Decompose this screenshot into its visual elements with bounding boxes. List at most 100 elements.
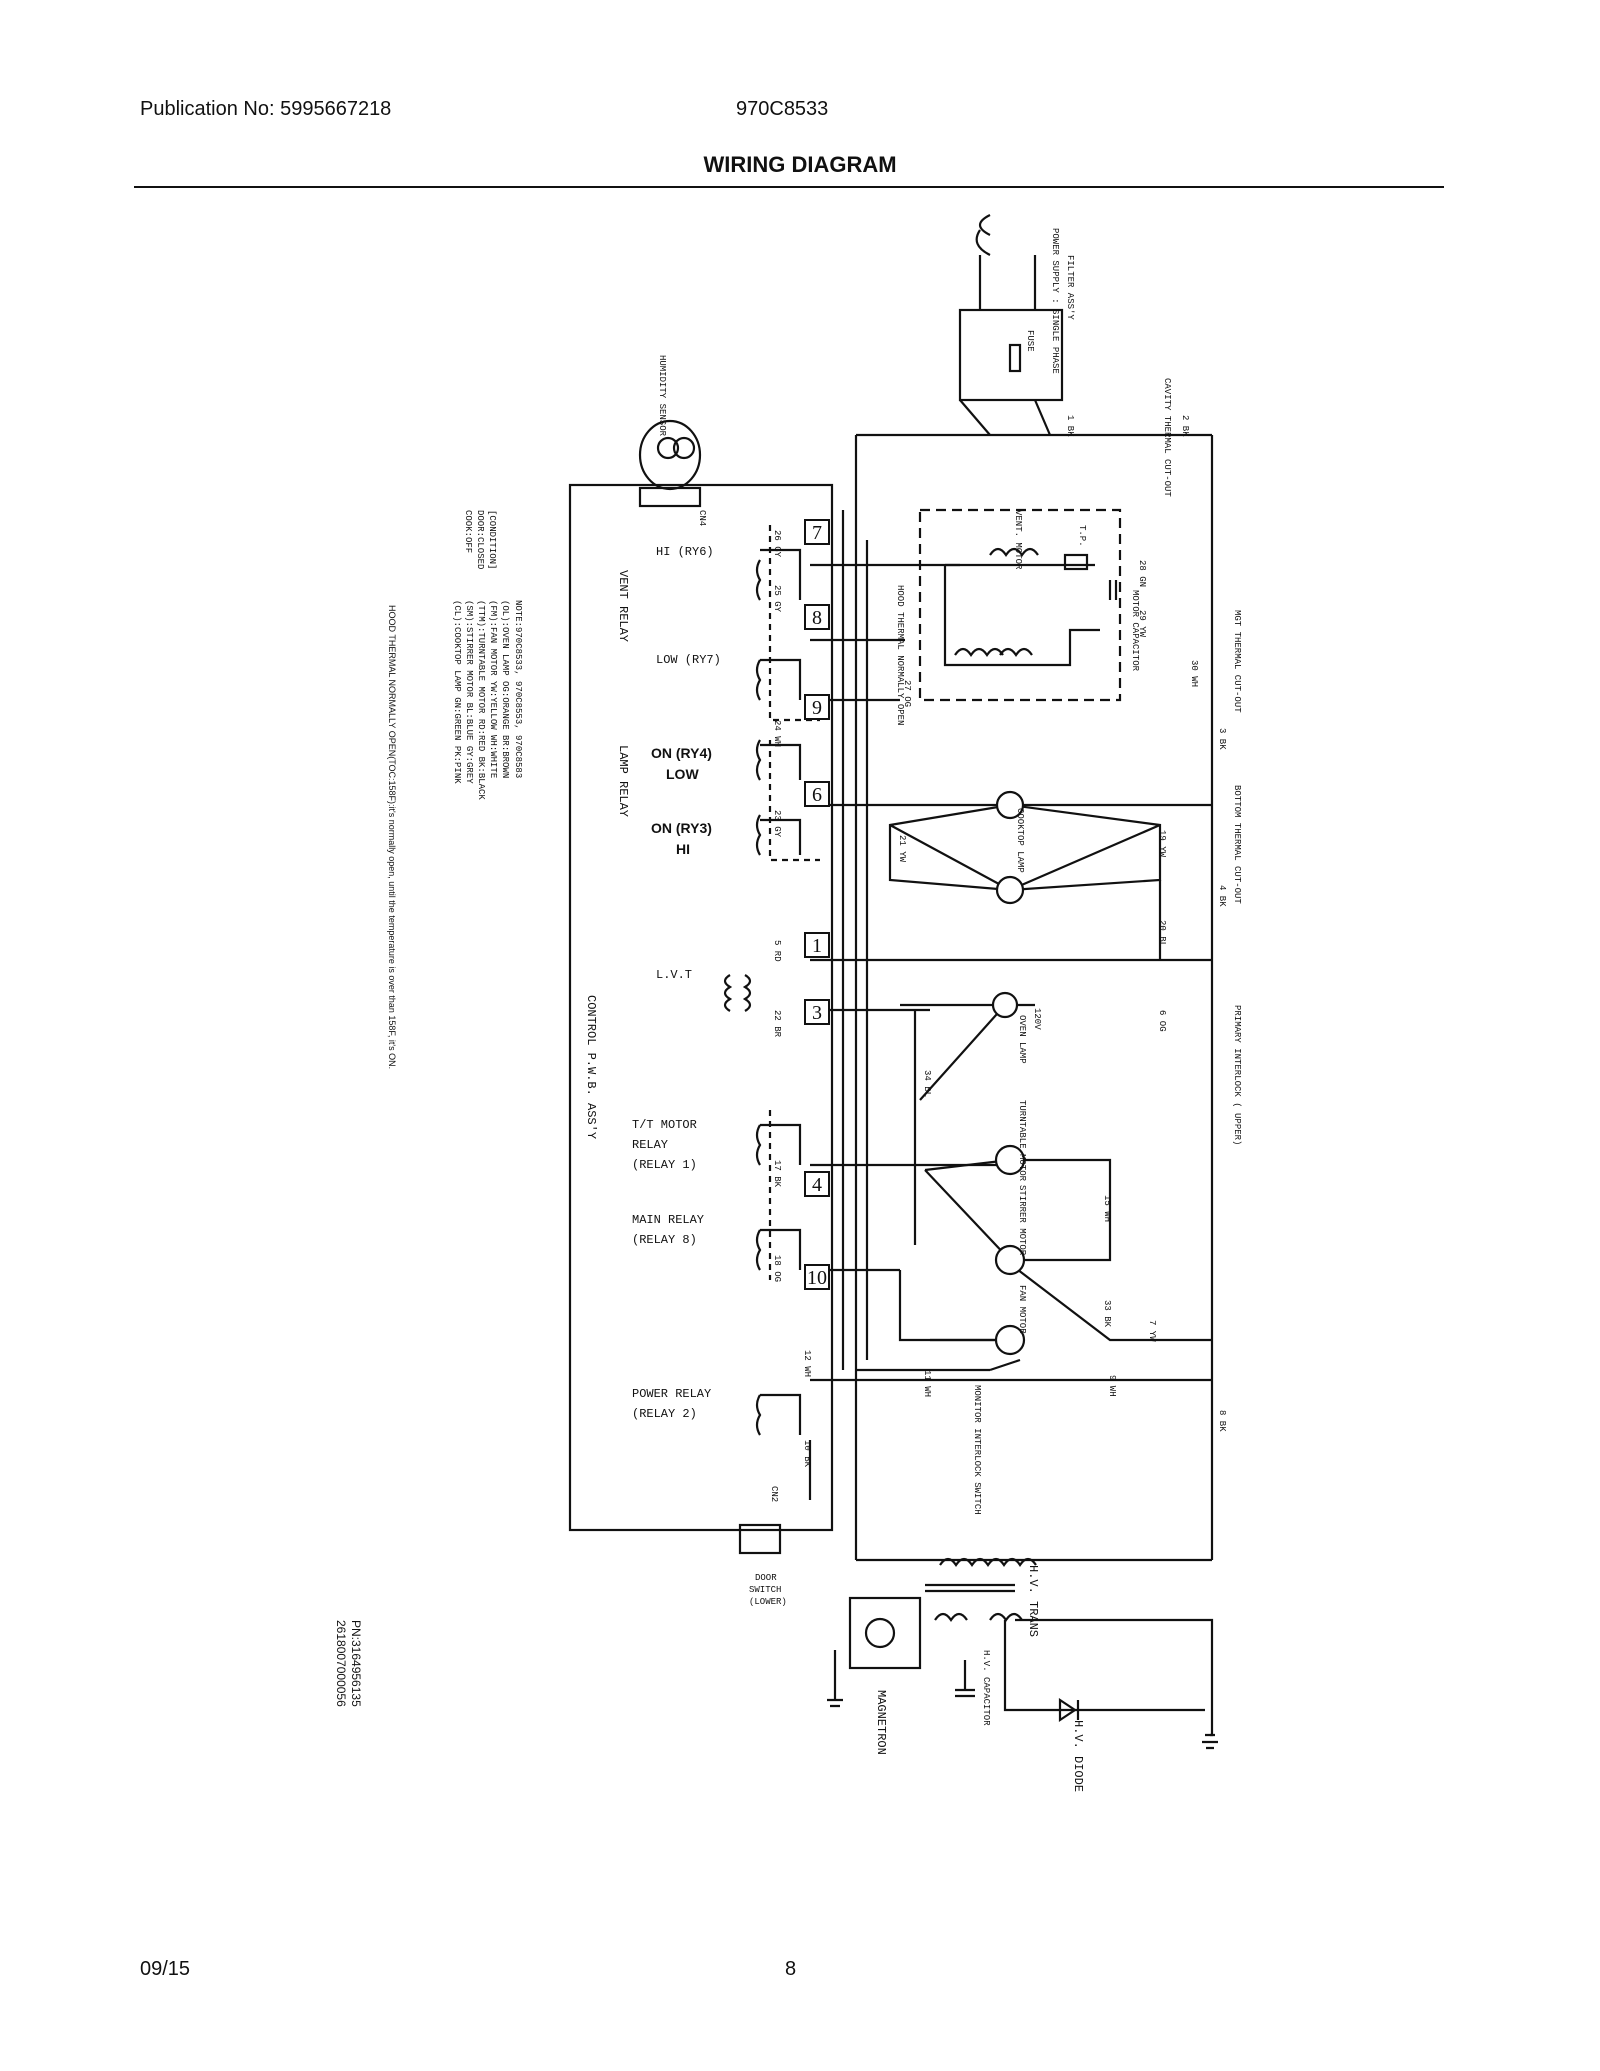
wire-27og: 27 OG <box>902 680 912 707</box>
relay-low-label: LOW <box>666 766 699 782</box>
relay-low-ry7-label: LOW (RY7) <box>656 653 721 667</box>
terminal-6: 6 <box>812 784 822 806</box>
notes-block: [CONDITION] DOOR:CLOSED COOK:OFF NOTE:97… <box>334 510 523 1707</box>
part-number: PN:3164956135 <box>349 1620 363 1707</box>
condition-label: [CONDITION] <box>487 510 497 569</box>
stirrer-motor-label: STIRRER MOTOR <box>1017 1185 1027 1256</box>
filter-label: FILTER ASS'Y <box>1065 255 1075 320</box>
fan-motor-label: FAN MOTOR <box>1017 1285 1027 1334</box>
component-labels: VENT RELAY LAMP RELAY CONTROL P.W.B. ASS… <box>584 228 1242 1792</box>
wire-33bk: 33 BK <box>1102 1300 1112 1328</box>
lamp-relay-label: LAMP RELAY <box>616 745 630 817</box>
door-closed-label: DOOR:CLOSED <box>475 510 485 569</box>
hv-capacitor-label: H.V. CAPACITOR <box>981 1650 991 1726</box>
main-relay-line1: MAIN RELAY <box>632 1213 704 1227</box>
wire-15wh: 15 WH <box>1102 1195 1112 1222</box>
wire-24wh: 24 WH <box>772 720 782 747</box>
note-models: NOTE:970C8533, 970C8553, 970C8583 <box>513 600 523 778</box>
vent-motor-label: VENT. MOTOR <box>1013 510 1023 570</box>
cavity-thermal-label: CAVITY THERMAL CUT-OUT <box>1162 378 1172 497</box>
wire-1bk: 1 BK <box>1065 415 1075 437</box>
humidity-sensor-label: HUMIDITY SENSOR <box>657 355 667 437</box>
wire-4bk: 4 BK <box>1217 885 1227 907</box>
wire-22br: 22 BR <box>772 1010 782 1038</box>
magnetron-label: MAGNETRON <box>874 1690 888 1755</box>
legend-line-3: (TTM):TURNTABLE MOTOR RD:RED BK:BLACK <box>476 600 486 800</box>
wire-8bk: 8 BK <box>1217 1410 1227 1432</box>
relay-contacts <box>755 548 802 1436</box>
wires <box>568 214 1218 1750</box>
hood-thermal-label: HOOD THERMAL NORMALLY OPEN <box>895 585 905 725</box>
terminal-9: 9 <box>812 697 822 719</box>
cook-off-label: COOK:OFF <box>463 510 473 553</box>
terminal-8: 8 <box>812 607 822 629</box>
main-relay-line2: (RELAY 8) <box>632 1233 697 1247</box>
legend-line-5: (CL):COOKTOP LAMP GN:GREEN PK:PINK <box>452 600 462 784</box>
terminal-7: 7 <box>812 522 822 544</box>
motor-capacitor-label: MOTOR CAPACITOR <box>1130 590 1140 672</box>
cooktop-lamp-label: COOKTOP LAMP <box>1015 808 1025 873</box>
wire-6og: 6 OG <box>1157 1010 1167 1032</box>
wire-11wh: 11 WH <box>922 1370 932 1397</box>
wire-23gy: 23 GY <box>772 810 782 838</box>
filter-box <box>958 308 1064 402</box>
wire-18og: 18 OG <box>772 1255 782 1282</box>
tt-motor-relay-line1: T/T MOTOR <box>632 1118 697 1132</box>
publication-number: Publication No: 5995667218 <box>140 98 392 120</box>
fuse-label: FUSE <box>1025 330 1035 352</box>
control-pwb-label: CONTROL P.W.B. ASS'Y <box>584 995 598 1139</box>
wire-19yw: 19 YW <box>1157 830 1167 858</box>
wire-17bk: 17 BK <box>772 1160 782 1188</box>
tt-motor-relay-line3: (RELAY 1) <box>632 1158 697 1172</box>
wire-29yw: 29 YW <box>1137 610 1147 638</box>
turntable-motor-label: TURNTABLE MOTOR <box>1017 1100 1027 1182</box>
wire-21yw: 21 YW <box>897 835 907 863</box>
voltage-label: 120V <box>1032 1008 1042 1030</box>
monitor-switch-label: MONITOR INTERLOCK SWITCH <box>972 1385 982 1515</box>
wire-3bk: 3 BK <box>1217 728 1227 750</box>
svg-text:SWITCH: SWITCH <box>749 1585 781 1595</box>
svg-text:(LOWER): (LOWER) <box>749 1597 787 1607</box>
terminal-numbers: 7 8 9 6 1 3 4 10 <box>807 522 827 1289</box>
wire-25gy: 25 GY <box>772 585 782 613</box>
legend-line-1: (OL):OVEN LAMP OG:ORANGE BR:BROWN <box>500 600 510 778</box>
primary-interlock-label: PRIMARY INTERLOCK ( UPPER) <box>1232 1005 1242 1145</box>
svg-text:DOOR: DOOR <box>755 1573 777 1583</box>
terminal-10: 10 <box>807 1267 827 1289</box>
power-supply-label: POWER SUPPLY : SINGLE PHASE <box>1050 228 1060 374</box>
bottom-thermal-label: BOTTOM THERMAL CUT-OUT <box>1232 785 1242 904</box>
wire-30wh: 30 WH <box>1189 660 1199 687</box>
wire-26gy: 26 GY <box>772 530 782 558</box>
power-relay-line2: (RELAY 2) <box>632 1407 697 1421</box>
cn4-label: CN4 <box>697 510 707 526</box>
publication-date: 09/15 <box>140 1958 191 1980</box>
tt-motor-relay-line2: RELAY <box>632 1138 668 1152</box>
relay-hi-ry6-label: HI (RY6) <box>656 545 714 559</box>
relay-labels: HI (RY6) LOW (RY7) ON (RY4) LOW ON (RY3)… <box>632 545 721 1421</box>
wire-codes: 1 BK 2 BK 3 BK 4 BK 5 RD 6 OG 7 YW 8 BK … <box>772 415 1227 1468</box>
vent-relay-label: VENT RELAY <box>616 570 630 642</box>
wire-28gn: 28 GN <box>1137 560 1147 587</box>
power-relay-line1: POWER RELAY <box>632 1387 711 1401</box>
wire-12wh: 12 WH <box>802 1350 812 1377</box>
lvt-label: L.V.T <box>656 968 692 982</box>
relay-hi-label: HI <box>676 841 690 857</box>
mgt-thermal-label: MGT THERMAL CUT-OUT <box>1232 610 1242 713</box>
wire-20bl: 20 BL <box>1157 920 1167 947</box>
wire-9wh: 9 WH <box>1107 1375 1117 1397</box>
wire-34bl: 34 BL <box>922 1070 932 1097</box>
hood-thermal-note: HOOD THERMAL NORMALLY OPEN(TOC:158F):it'… <box>387 605 397 1069</box>
page-title: WIRING DIAGRAM <box>703 152 897 177</box>
legend-line-2: (FM):FAN MOTOR YW:YELLOW WH:WHITE <box>488 600 498 778</box>
cn2-label: CN2 <box>769 1486 779 1502</box>
door-switch-label: DOOR SWITCH (LOWER) <box>749 1573 787 1607</box>
relay-on-ry3-label: ON (RY3) <box>651 820 712 836</box>
wire-2bk: 2 BK <box>1180 415 1190 437</box>
terminal-3: 3 <box>812 1002 822 1024</box>
wire-7yw: 7 YW <box>1147 1320 1157 1342</box>
oven-lamp-label: OVEN LAMP <box>1017 1015 1027 1064</box>
control-pwb-box <box>568 483 834 1532</box>
page-number: 8 <box>785 1958 797 1980</box>
part-number-2: 2618007000056 <box>334 1620 348 1707</box>
